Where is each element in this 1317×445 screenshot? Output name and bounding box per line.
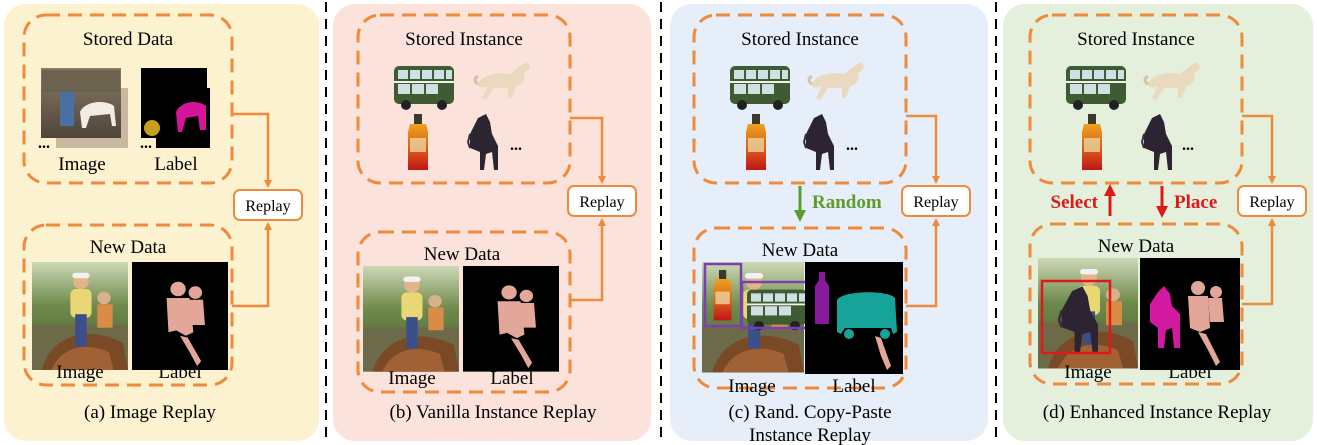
new-label-label: Label [490,368,533,389]
stored-dots: ... [38,135,50,152]
new-label-thumbnail [463,266,559,372]
new-image-label: Image [728,376,775,397]
panel-b: Stored Instance ... New Data Image Label… [356,13,637,423]
new-image-label: Image [56,362,103,383]
replay-arrow-top [232,112,272,188]
pasted-bus-instance [747,289,807,331]
stored-instance-title: Stored Instance [1077,29,1195,50]
new-label-label: Label [158,362,201,383]
stored-instance-title: Stored Instance [405,29,523,50]
panel-d-background [1003,4,1313,441]
replay-arrow-bottom [232,222,272,308]
stored-data-title: Stored Data [83,29,174,50]
replay-arrow-bottom [1242,218,1276,306]
new-data-title: New Data [424,244,501,265]
new-label-label: Label [832,376,875,397]
panel-c-background [670,4,988,441]
new-image-label: Image [1064,362,1111,383]
stored-dots-2: ... [140,135,152,152]
stored-label-label: Label [154,154,197,175]
new-image-label: Image [388,368,435,389]
placed-instance-box [1040,279,1112,355]
replay-label: Replay [245,198,290,215]
panel-d: Stored Instance ... Select Place New Dat… [1028,13,1307,423]
replay-arrow-top [1242,114,1276,184]
place-label: Place [1174,192,1217,213]
new-data-title: New Data [90,237,167,258]
stored-label-stack [141,68,210,148]
replay-label: Replay [913,194,958,211]
instance-dots: ... [510,137,522,154]
new-label-label: Label [1168,362,1211,383]
stored-instance-box [356,13,572,185]
replay-box [1237,185,1307,217]
new-label-thumbnail [805,262,903,374]
bus-instance-icon [394,66,454,110]
replay-box [901,185,971,217]
panel-c: Stored Instance ... Random New Data Imag… [692,13,971,445]
instance-dots: ... [846,137,858,154]
replay-label: Replay [579,194,624,211]
replay-box [233,189,303,221]
panel-c-caption-line1: (c) Rand. Copy-Paste [728,402,891,423]
panel-a: Stored Data ... ... Image Label New Data… [22,13,303,423]
panel-b-caption: (b) Vanilla Instance Replay [390,402,597,423]
stored-instance-box [692,13,908,185]
replay-arrow-bottom [570,218,606,302]
new-label-thumbnail [1140,258,1240,370]
replay-box [567,185,637,217]
stored-data-box [22,13,234,185]
panel-d-caption: (d) Enhanced Instance Replay [1043,402,1272,423]
new-data-title: New Data [762,240,839,261]
stored-instance-box [1028,13,1244,185]
replay-arrow-bottom [906,218,940,308]
bus-instance-icon [730,66,790,110]
stored-image-label: Image [58,154,105,175]
instance-dots: ... [1182,137,1194,154]
replay-label: Replay [1249,194,1294,211]
new-data-box [22,223,234,387]
new-label-thumbnail [132,262,228,370]
panel-a-caption: (a) Image Replay [84,402,216,423]
replay-arrow-top [906,114,940,184]
panel-c-caption-line2: Instance Replay [749,425,871,445]
new-image-thumbnail [32,262,128,370]
stored-image-stack [41,68,128,148]
random-label: Random [812,192,882,213]
stored-instance-title: Stored Instance [741,29,859,50]
bus-instance-icon [1066,66,1126,110]
new-data-title: New Data [1098,236,1175,257]
select-label: Select [1051,192,1099,213]
replay-arrow-top [570,116,606,184]
new-image-thumbnail [363,266,459,372]
